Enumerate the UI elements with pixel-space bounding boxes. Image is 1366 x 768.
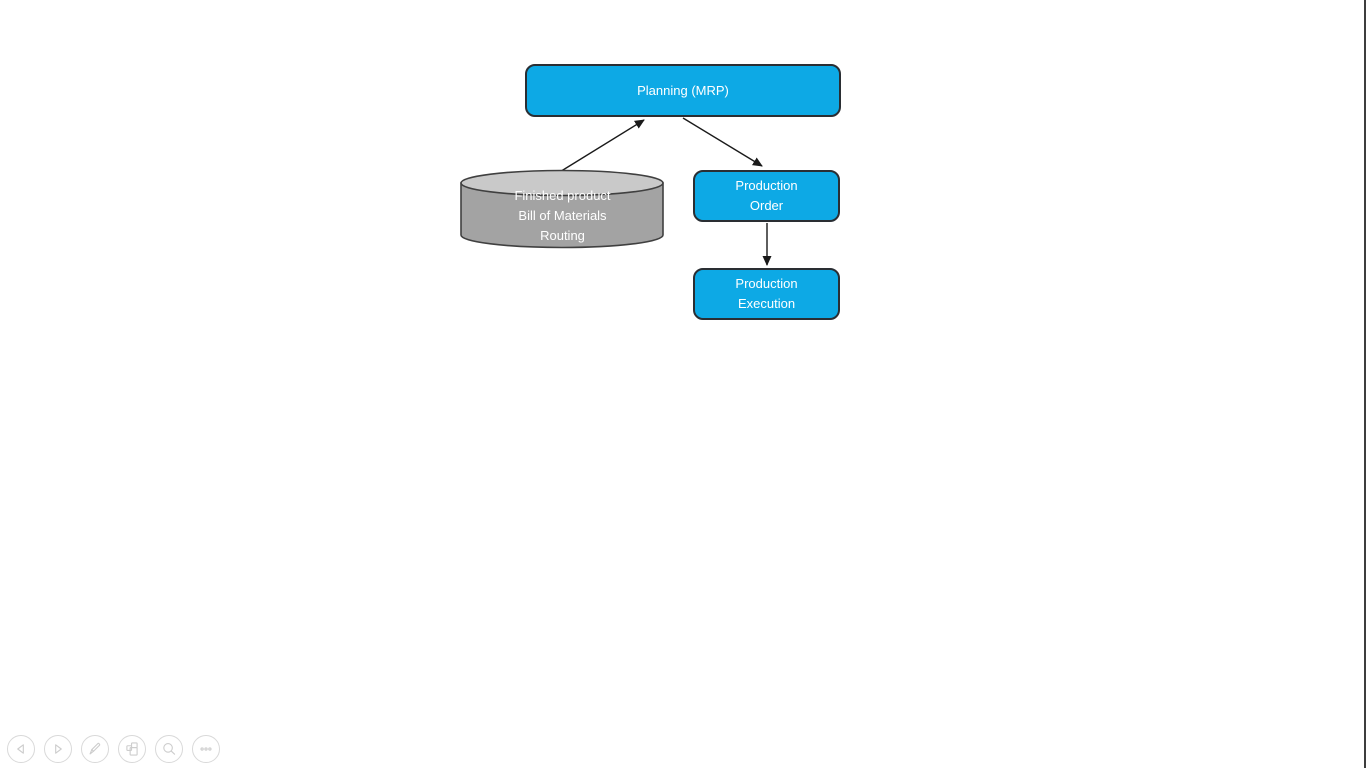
cylinder-top [460, 169, 664, 197]
cylinder-body [460, 182, 664, 249]
more-options-button[interactable] [192, 735, 220, 763]
next-slide-icon [55, 744, 62, 754]
pen-icon [89, 742, 101, 755]
presenter-toolbar [7, 735, 220, 763]
cylinder-label: Finished product Bill of Materials Routi… [514, 188, 611, 243]
all-slides-button[interactable] [118, 735, 146, 763]
connector-planning-to-order [682, 117, 763, 167]
zoom-icon [163, 743, 176, 755]
node-production-order: Production Order [693, 170, 840, 222]
more-options-icon [200, 747, 212, 751]
screen-edge-border [1364, 0, 1366, 768]
connector-store-to-planning [549, 119, 645, 179]
all-slides-icon [126, 742, 138, 756]
previous-slide-icon [17, 744, 24, 754]
previous-slide-button[interactable] [7, 735, 35, 763]
pen-tools-button[interactable] [81, 735, 109, 763]
cylinder-shape [460, 169, 664, 249]
node-planning: Planning (MRP) [525, 64, 841, 117]
zoom-button[interactable] [155, 735, 183, 763]
next-slide-button[interactable] [44, 735, 72, 763]
node-production-execution: Production Execution [693, 268, 840, 320]
